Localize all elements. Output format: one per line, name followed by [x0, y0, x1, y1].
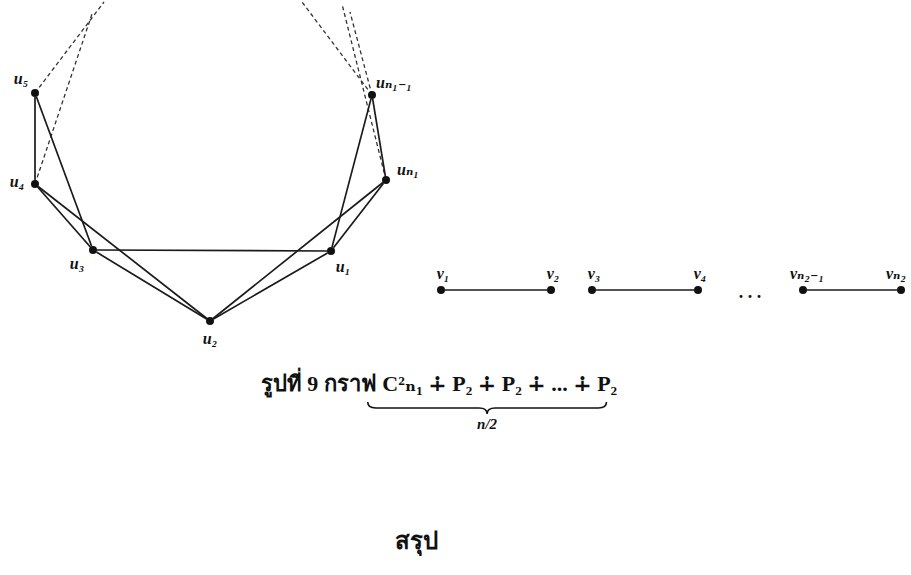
- dashed-edge: [35, 14, 92, 184]
- vertex-label: u₂: [202, 330, 218, 348]
- dashed-edge: [35, 2, 104, 93]
- graph-edge: [38, 186, 207, 318]
- edge-group: [35, 97, 897, 319]
- graph-edge: [596, 289, 694, 291]
- vertex-label: vₙ₂₋₁: [789, 265, 825, 283]
- section-heading: สรุป: [395, 521, 438, 560]
- graph-edge: [36, 97, 91, 246]
- brace-count: n/2: [477, 416, 497, 433]
- dashed-edge: [342, 4, 386, 180]
- vertex-label: uₙ₁: [396, 161, 420, 179]
- underbrace: [368, 402, 607, 414]
- graph-vertex: v₁: [437, 286, 445, 294]
- graph-edge: [97, 249, 327, 252]
- graph-edge: [373, 99, 386, 176]
- graph-edge: [38, 187, 91, 247]
- dashed-continuation: [35, 2, 386, 184]
- vertex-label: v₃: [587, 265, 602, 283]
- graph-vertex: v₃: [588, 286, 596, 294]
- vertex-label: uₙ₁₋₁: [375, 74, 413, 92]
- graph-vertex: u₂: [206, 317, 214, 325]
- graph-edge: [807, 289, 897, 291]
- graph-edge: [96, 252, 206, 319]
- graph-vertex: uₙ₁₋₁: [368, 91, 376, 99]
- vertex-label: v₂: [546, 265, 561, 283]
- graph-vertex: uₙ₁: [382, 176, 390, 184]
- vertex-label: u₁: [335, 258, 351, 276]
- graph-edge: [34, 97, 36, 180]
- graph-edge: [213, 183, 383, 319]
- ellipsis: . . .: [739, 282, 762, 303]
- vertex-label: u₅: [13, 70, 29, 88]
- graph-edge: [332, 99, 371, 247]
- graph-vertex: vₙ₂₋₁: [799, 286, 807, 294]
- graph-vertex: u₃: [89, 246, 97, 254]
- graph-vertex: v₂: [547, 286, 555, 294]
- graph-vertex: u₅: [31, 89, 39, 97]
- graph-vertex: u₄: [31, 180, 39, 188]
- figure-caption: รูปที่ 9 กราฟ C²ₙ₁ ∔ P₂ ∔ P₂ ∔ ... ∔ P₂: [261, 366, 617, 401]
- dashed-edge: [350, 12, 372, 95]
- vertex-label: u₄: [9, 173, 25, 191]
- vertex-label: v₄: [693, 265, 708, 283]
- graph-edge: [213, 253, 327, 319]
- vertex-label: vₙ₂: [885, 265, 907, 283]
- vertex-label: u₃: [69, 255, 85, 273]
- graph-vertex: v₄: [694, 286, 702, 294]
- vertex-label: v₁: [436, 265, 451, 283]
- graph-vertex: vₙ₂: [897, 286, 905, 294]
- graph-edge: [445, 289, 547, 291]
- graph-vertex: u₁: [327, 247, 335, 255]
